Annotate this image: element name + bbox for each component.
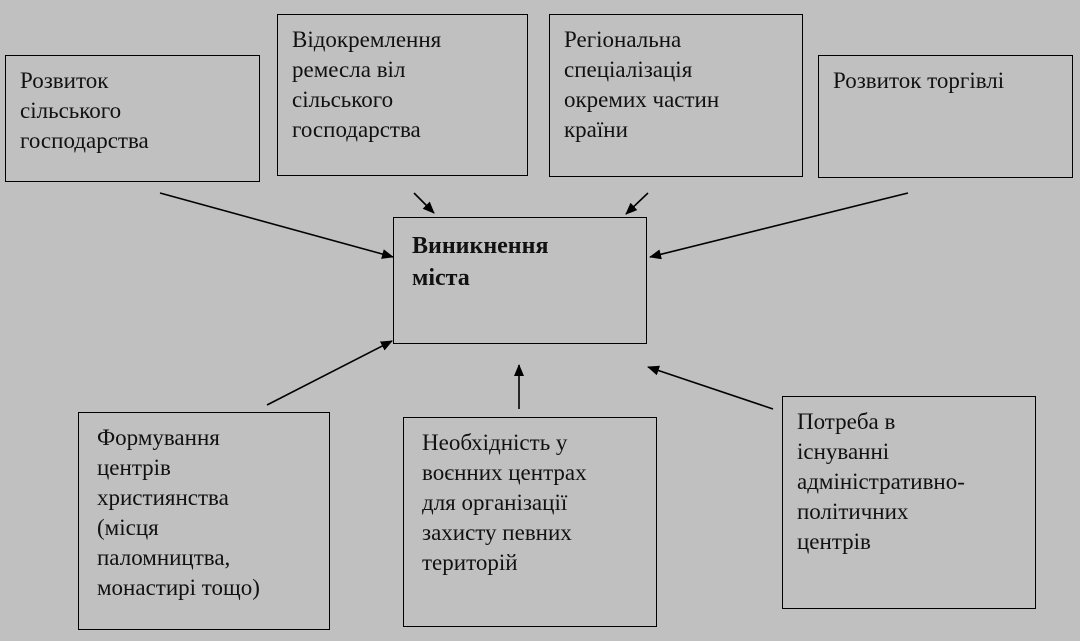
arrow-christianity: [266, 340, 393, 406]
factor-regional: Регіональна спеціалізація окремих частин…: [549, 14, 803, 177]
factor-administrative: Потреба в існуванні адміністративно- пол…: [782, 396, 1036, 609]
factor-agriculture: Розвиток сільського господарства: [5, 55, 260, 182]
factor-trade: Розвиток торгівлі: [818, 55, 1073, 178]
arrow-trade: [649, 192, 909, 260]
arrow-agriculture: [159, 192, 394, 259]
factor-military: Необхідність у воєнних центрах для орган…: [403, 417, 657, 627]
arrow-crafts: [413, 192, 435, 214]
arrow-regional: [625, 192, 649, 215]
factor-crafts: Відокремлення ремесла віл сільського гос…: [277, 14, 528, 176]
factor-christianity: Формування центрів християнства (місця п…: [78, 412, 330, 630]
city-emergence-box: Виникнення міста: [393, 217, 647, 344]
arrow-administrative: [647, 365, 774, 410]
